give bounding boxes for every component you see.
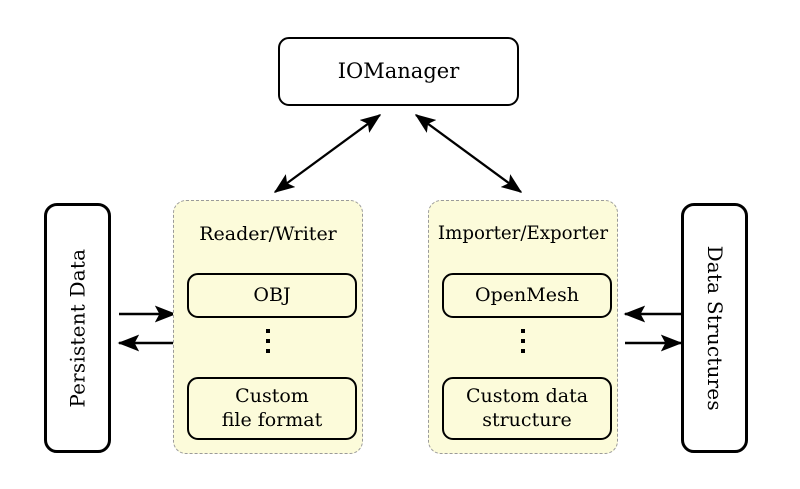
custom-file-format-label-line1: Custom [235, 384, 309, 407]
custom-data-structure-label-line1: Custom data [465, 384, 589, 407]
group-reader-writer-title: Reader/Writer [199, 223, 337, 245]
node-persistent-data[interactable]: Persistent Data [44, 203, 111, 453]
iomanager-label: IOManager [337, 58, 460, 83]
persistent-data-label: Persistent Data [65, 248, 90, 408]
importer-exporter-ellipsis-icon [429, 329, 617, 353]
openmesh-label: OpenMesh [475, 283, 579, 306]
node-custom-data-structure[interactable]: Custom data structure [442, 377, 612, 440]
data-structures-label: Data Structures [702, 245, 727, 411]
custom-file-format-label-line2: file format [221, 408, 323, 431]
node-data-structures[interactable]: Data Structures [681, 203, 748, 453]
group-importer-exporter[interactable]: Importer/Exporter OpenMesh Custom data s… [428, 200, 618, 454]
node-iomanager[interactable]: IOManager [278, 37, 519, 106]
group-importer-exporter-title: Importer/Exporter [437, 223, 609, 244]
custom-data-structure-label-line2: structure [482, 408, 572, 431]
connector-iomanager-importer-exporter [414, 114, 523, 193]
reader-writer-ellipsis-icon [174, 329, 362, 353]
node-obj[interactable]: OBJ [187, 273, 357, 318]
node-openmesh[interactable]: OpenMesh [442, 273, 612, 318]
group-reader-writer[interactable]: Reader/Writer OBJ Custom file format [173, 200, 363, 454]
obj-label: OBJ [253, 283, 291, 306]
node-custom-file-format[interactable]: Custom file format [187, 377, 357, 440]
connector-iomanager-reader-writer [273, 114, 382, 193]
